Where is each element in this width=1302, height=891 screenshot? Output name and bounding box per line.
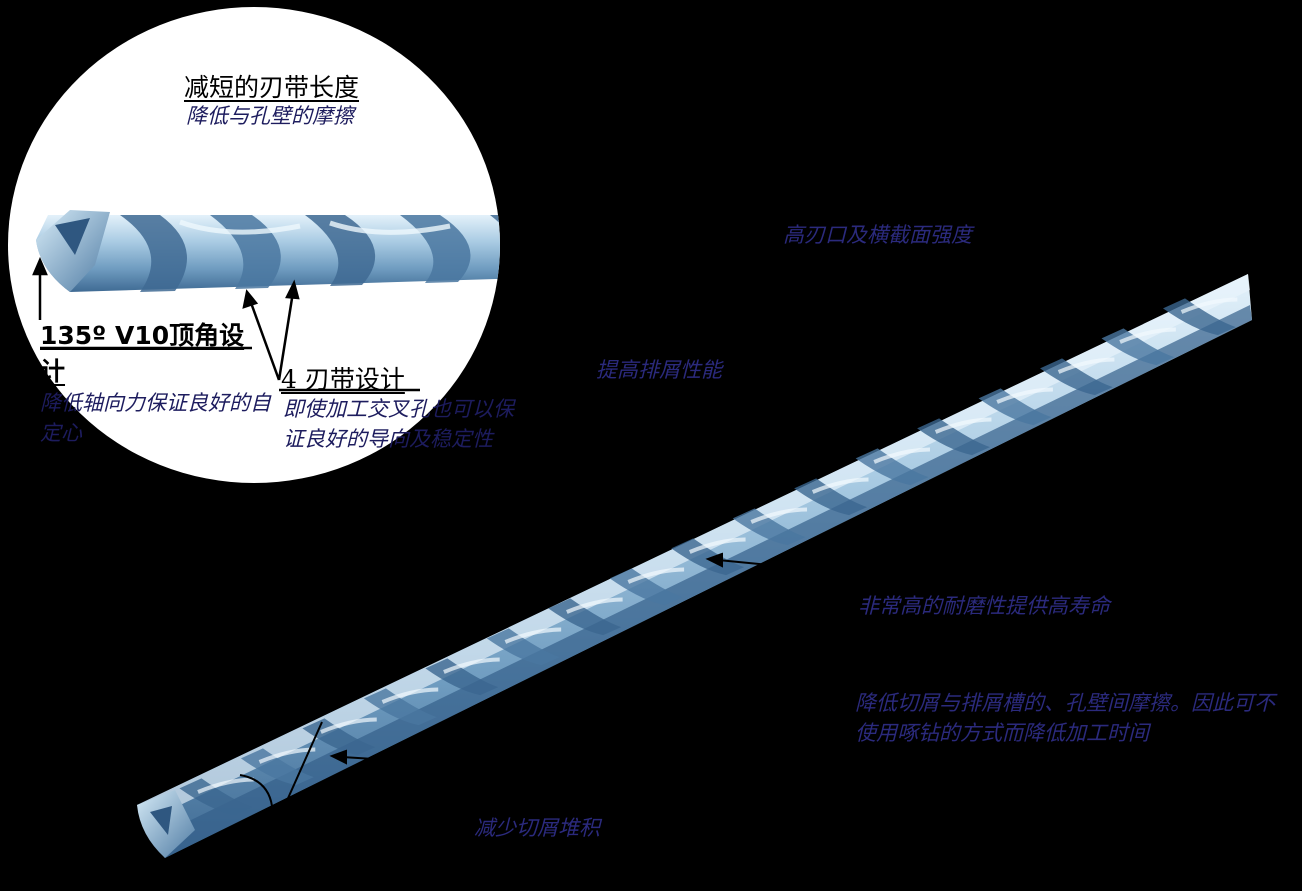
point-angle-heading: 135º V10顶角设计 [40,321,245,386]
drill-flute [732,508,806,546]
drill-flute-highlight [934,417,992,434]
drill-flute [486,628,560,666]
drill-flute [425,658,499,696]
drill-flutes [179,297,1238,816]
drill-flute-highlight [1057,357,1115,374]
drill-flute-highlight [627,567,685,584]
drill-flute-highlight [566,597,623,614]
drill-flute-highlight [873,447,931,464]
drill-flute [671,538,745,576]
drill-flute [794,478,868,516]
drill-flute [855,448,929,486]
drill-flute-highlight [381,687,439,704]
drill-flute [1040,358,1113,396]
drill-callout-arrows [239,552,771,807]
drill-flute [179,778,253,816]
margin-length-title: 减短的刃带长度 [184,73,360,102]
drill-flute [548,598,622,636]
drill-flute-highlight [1180,297,1238,314]
chip-buildup-callout: 减少切屑堆积 [474,816,600,840]
drill-flute-highlight [688,537,746,554]
chip-evacuation-callout: 提高排屑性能 [596,358,722,382]
drill-flute [917,418,990,456]
point-angle-description: 降低轴向力保证良好的自定心 [40,391,271,445]
drill-flute-highlight [504,627,562,644]
drill-flute-highlight [811,477,869,494]
magnified-drill [36,210,500,292]
drill-flute-highlight [750,507,808,524]
drill-flute [978,388,1052,426]
margin-design-description: 即使加工交叉孔也可以保证良好的导向及稳定性 [283,397,514,451]
margin-length-subtitle: 降低与孔壁的摩擦 [186,104,354,128]
wear-resistance-callout: 非常高的耐磨性提供高寿命 [858,594,1110,618]
drill-flute [240,748,314,786]
drill-flute [363,688,437,726]
long-drill [137,274,1252,858]
drill-flute [302,718,376,756]
margin-design-heading: 4 刃带设计 [281,365,405,394]
drill-flute-highlight [443,657,500,674]
drill-flute [609,568,683,606]
drill-flute-highlight [996,387,1053,404]
strength-callout: 高刃口及横截面强度 [783,223,972,247]
drill-flute-highlight [1119,327,1176,344]
drill-flute-highlight [197,777,254,794]
drill-flute [1101,328,1175,366]
friction-callout: 降低切屑与排屑槽的、孔壁间摩擦。因此可不使用啄钻的方式而降低加工时间 [855,691,1275,745]
drill-flute-highlight [320,717,377,734]
drill-flute [1163,298,1236,336]
magnifier-arrows [32,256,420,392]
